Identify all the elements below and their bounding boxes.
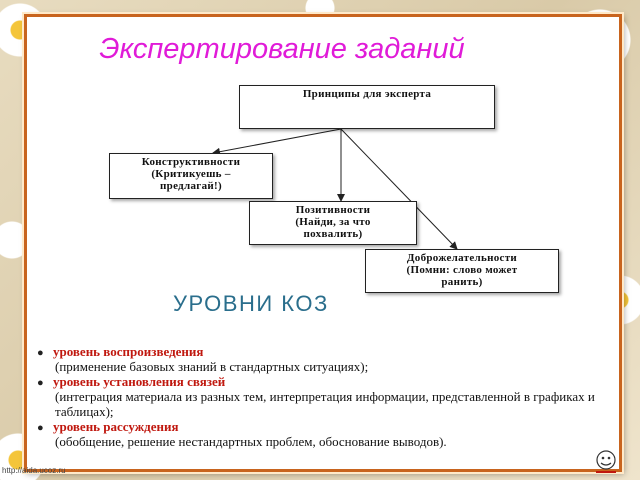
list-item: ● уровень рассуждения (обобщение, решени… (31, 419, 611, 450)
constructivity-hint-1: (Критикуешь – (151, 168, 231, 180)
list-item: ● уровень установления связей (интеграци… (31, 374, 611, 420)
level-name: уровень рассуждения (53, 419, 179, 434)
bullet-icon: ● (37, 422, 44, 434)
level-description: (обобщение, решение нестандартных пробле… (55, 434, 447, 449)
level-description: (применение базовых знаний в стандартных… (55, 359, 369, 374)
constructivity-hint-2: предлагай!) (160, 180, 222, 192)
goodwill-hint-2: ранить) (441, 276, 483, 288)
connector-constructivity (212, 128, 342, 156)
levels-list: ● уровень воспроизведения (применение ба… (31, 345, 611, 450)
constructivity-title: Конструктивности (141, 156, 241, 168)
cartoon-decoration-icon (596, 450, 616, 473)
level-name: уровень воспроизведения (53, 344, 204, 359)
principles-root-label: Принципы для эксперта (302, 88, 432, 100)
goodwill-title: Доброжелательности (406, 252, 518, 264)
principles-root-box: Принципы для эксперта (239, 85, 495, 129)
level-name: уровень установления связей (53, 374, 226, 389)
positivity-hint-2: похвалить) (303, 228, 363, 240)
levels-heading: УРОВНИ КОЗ (173, 291, 329, 316)
level-description: (интеграция материала из разных тем, инт… (55, 389, 595, 419)
goodwill-hint-1: (Помни: слово может (406, 264, 518, 276)
constructivity-box: Конструктивности (Критикуешь – предлагай… (109, 153, 273, 199)
positivity-box: Позитивности (Найди, за что похвалить) (249, 201, 417, 245)
diagram-connectors (212, 128, 458, 250)
slide-title: Экспертирование заданий (99, 33, 465, 65)
bullet-icon: ● (37, 347, 44, 359)
watermark-url: http://aida.ucoz.ru (2, 466, 66, 475)
bullet-icon: ● (37, 377, 44, 389)
positivity-title: Позитивности (295, 204, 371, 216)
goodwill-box: Доброжелательности (Помни: слово может р… (365, 249, 559, 293)
list-item: ● уровень воспроизведения (применение ба… (31, 344, 611, 375)
positivity-hint-1: (Найди, за что (295, 216, 371, 228)
slide: Экспертирование заданий Принципы для экс… (24, 14, 622, 472)
connector-goodwill (340, 128, 458, 250)
